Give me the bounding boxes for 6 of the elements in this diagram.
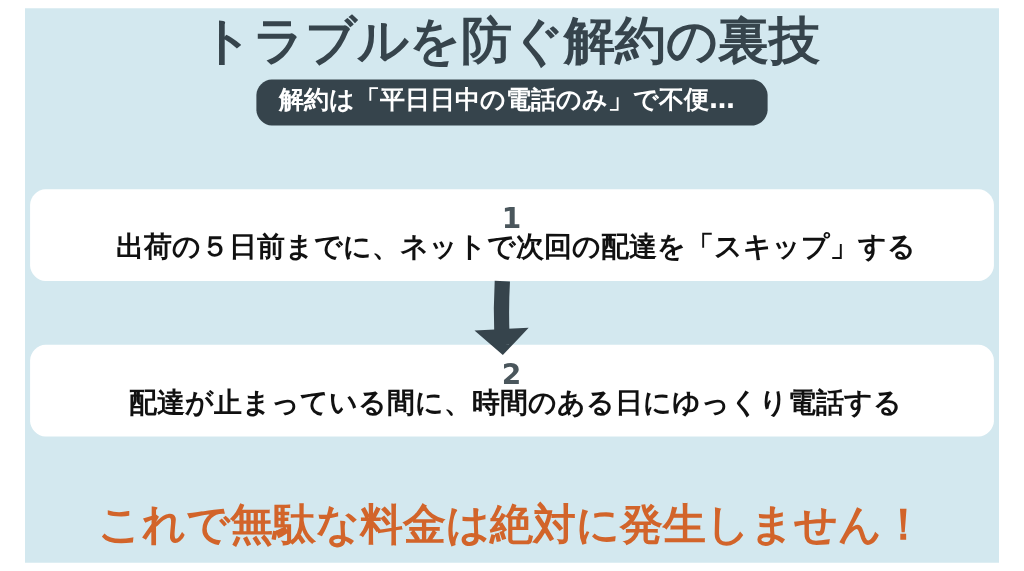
diagram-title: トラブルを防ぐ解約の裏技 (200, 10, 820, 70)
node-box: 2 配達が止まっている間に、時間のある日にゆっくり電話する (30, 344, 994, 437)
node-box: 1 出荷の５日前までに、ネットで次回の配達を「スキップ」する (30, 189, 994, 282)
node-box: 解約は「平日日中の電話のみ」で不便… (256, 79, 768, 126)
label: これで無駄な料金は絶対に発生しません！ (98, 498, 926, 549)
arrow (474, 280, 529, 355)
